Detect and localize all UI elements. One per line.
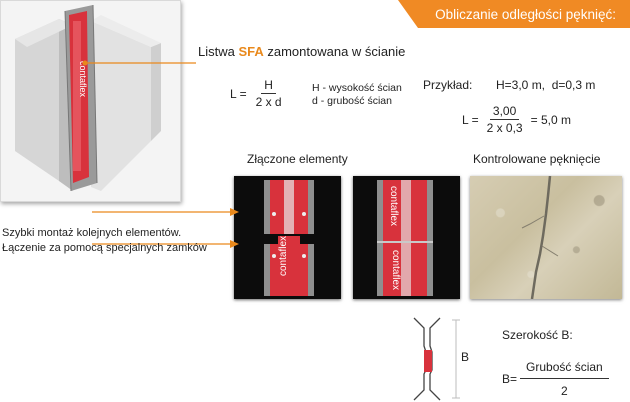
distance-formula: L = H 2 x d: [230, 78, 285, 109]
strip-print-top: contaflex: [78, 61, 88, 98]
legend-thickness: d - grubość ścian: [312, 95, 392, 107]
joined-elements-image: contaflex contaflex: [353, 176, 460, 299]
strip-caption-prefix: Listwa: [198, 44, 239, 59]
formula-lhs: L =: [230, 86, 247, 101]
width-numerator: Grubość ścian: [520, 360, 609, 379]
callout-arrow-top: [82, 60, 196, 66]
formula-legend: H - wysokość ścian d - grubość ścian: [312, 82, 402, 108]
separate-elements-illustration: contaflex: [234, 176, 341, 299]
joined-elements-heading: Złączone elementy: [247, 152, 348, 166]
joined-elements-illustration: contaflex contaflex: [353, 176, 460, 299]
wall-illustration: contaflex: [1, 1, 180, 201]
width-dimension-label: B: [461, 350, 470, 364]
panel-print-2b: contaflex: [390, 250, 401, 290]
assembly-arrows: [92, 208, 239, 248]
width-fraction: Grubość ścian 2: [520, 360, 609, 398]
controlled-crack-image: [470, 175, 622, 300]
assembly-note-line1: Szybki montaż kolejnych elementów.: [2, 227, 182, 239]
wall-photo: contaflex: [0, 0, 181, 202]
width-denominator: 2: [561, 384, 568, 398]
crack-illustration: [521, 175, 559, 300]
strip-caption-suffix: zamontowana w ścianie: [263, 44, 406, 59]
example-numerator: 3,00: [489, 104, 520, 120]
example-result: = 5,0 m: [530, 112, 571, 127]
example-values: H=3,0 m, d=0,3 m: [496, 78, 596, 92]
separate-elements-image: contaflex: [234, 176, 341, 299]
panel-print-1: contaflex: [278, 236, 289, 276]
width-diagram: [413, 317, 460, 401]
example-label: Przykład:: [423, 78, 473, 92]
assembly-note-line2: Łączenie za pomocą specjalnych zamków: [2, 242, 207, 254]
example-lhs: L =: [462, 112, 479, 127]
brand-label: SFA: [238, 44, 264, 59]
example-formula: L = 3,00 2 x 0,3 = 5,0 m: [462, 104, 571, 135]
header-banner: Obliczanie odległości pęknięć:: [398, 0, 630, 28]
controlled-crack-heading: Kontrolowane pęknięcie: [473, 152, 601, 166]
example-fraction: 3,00 2 x 0,3: [484, 104, 526, 135]
panel-print-2a: contaflex: [388, 186, 399, 226]
width-lhs: B=: [502, 372, 518, 386]
legend-height: H - wysokość ścian: [312, 82, 402, 94]
formula-denominator: 2 x d: [255, 95, 282, 109]
strip-caption: Listwa SFA zamontowana w ścianie: [198, 44, 405, 59]
header-title: Obliczanie odległości pęknięć:: [435, 6, 616, 22]
assembly-note: Szybki montaż kolejnych elementów. Łącze…: [2, 226, 207, 256]
width-formula: B= Grubość ścian 2: [502, 360, 609, 398]
formula-fraction: H 2 x d: [253, 78, 285, 109]
formula-numerator: H: [261, 78, 276, 94]
example-denominator: 2 x 0,3: [486, 121, 523, 135]
width-title: Szerokość B:: [502, 328, 573, 342]
